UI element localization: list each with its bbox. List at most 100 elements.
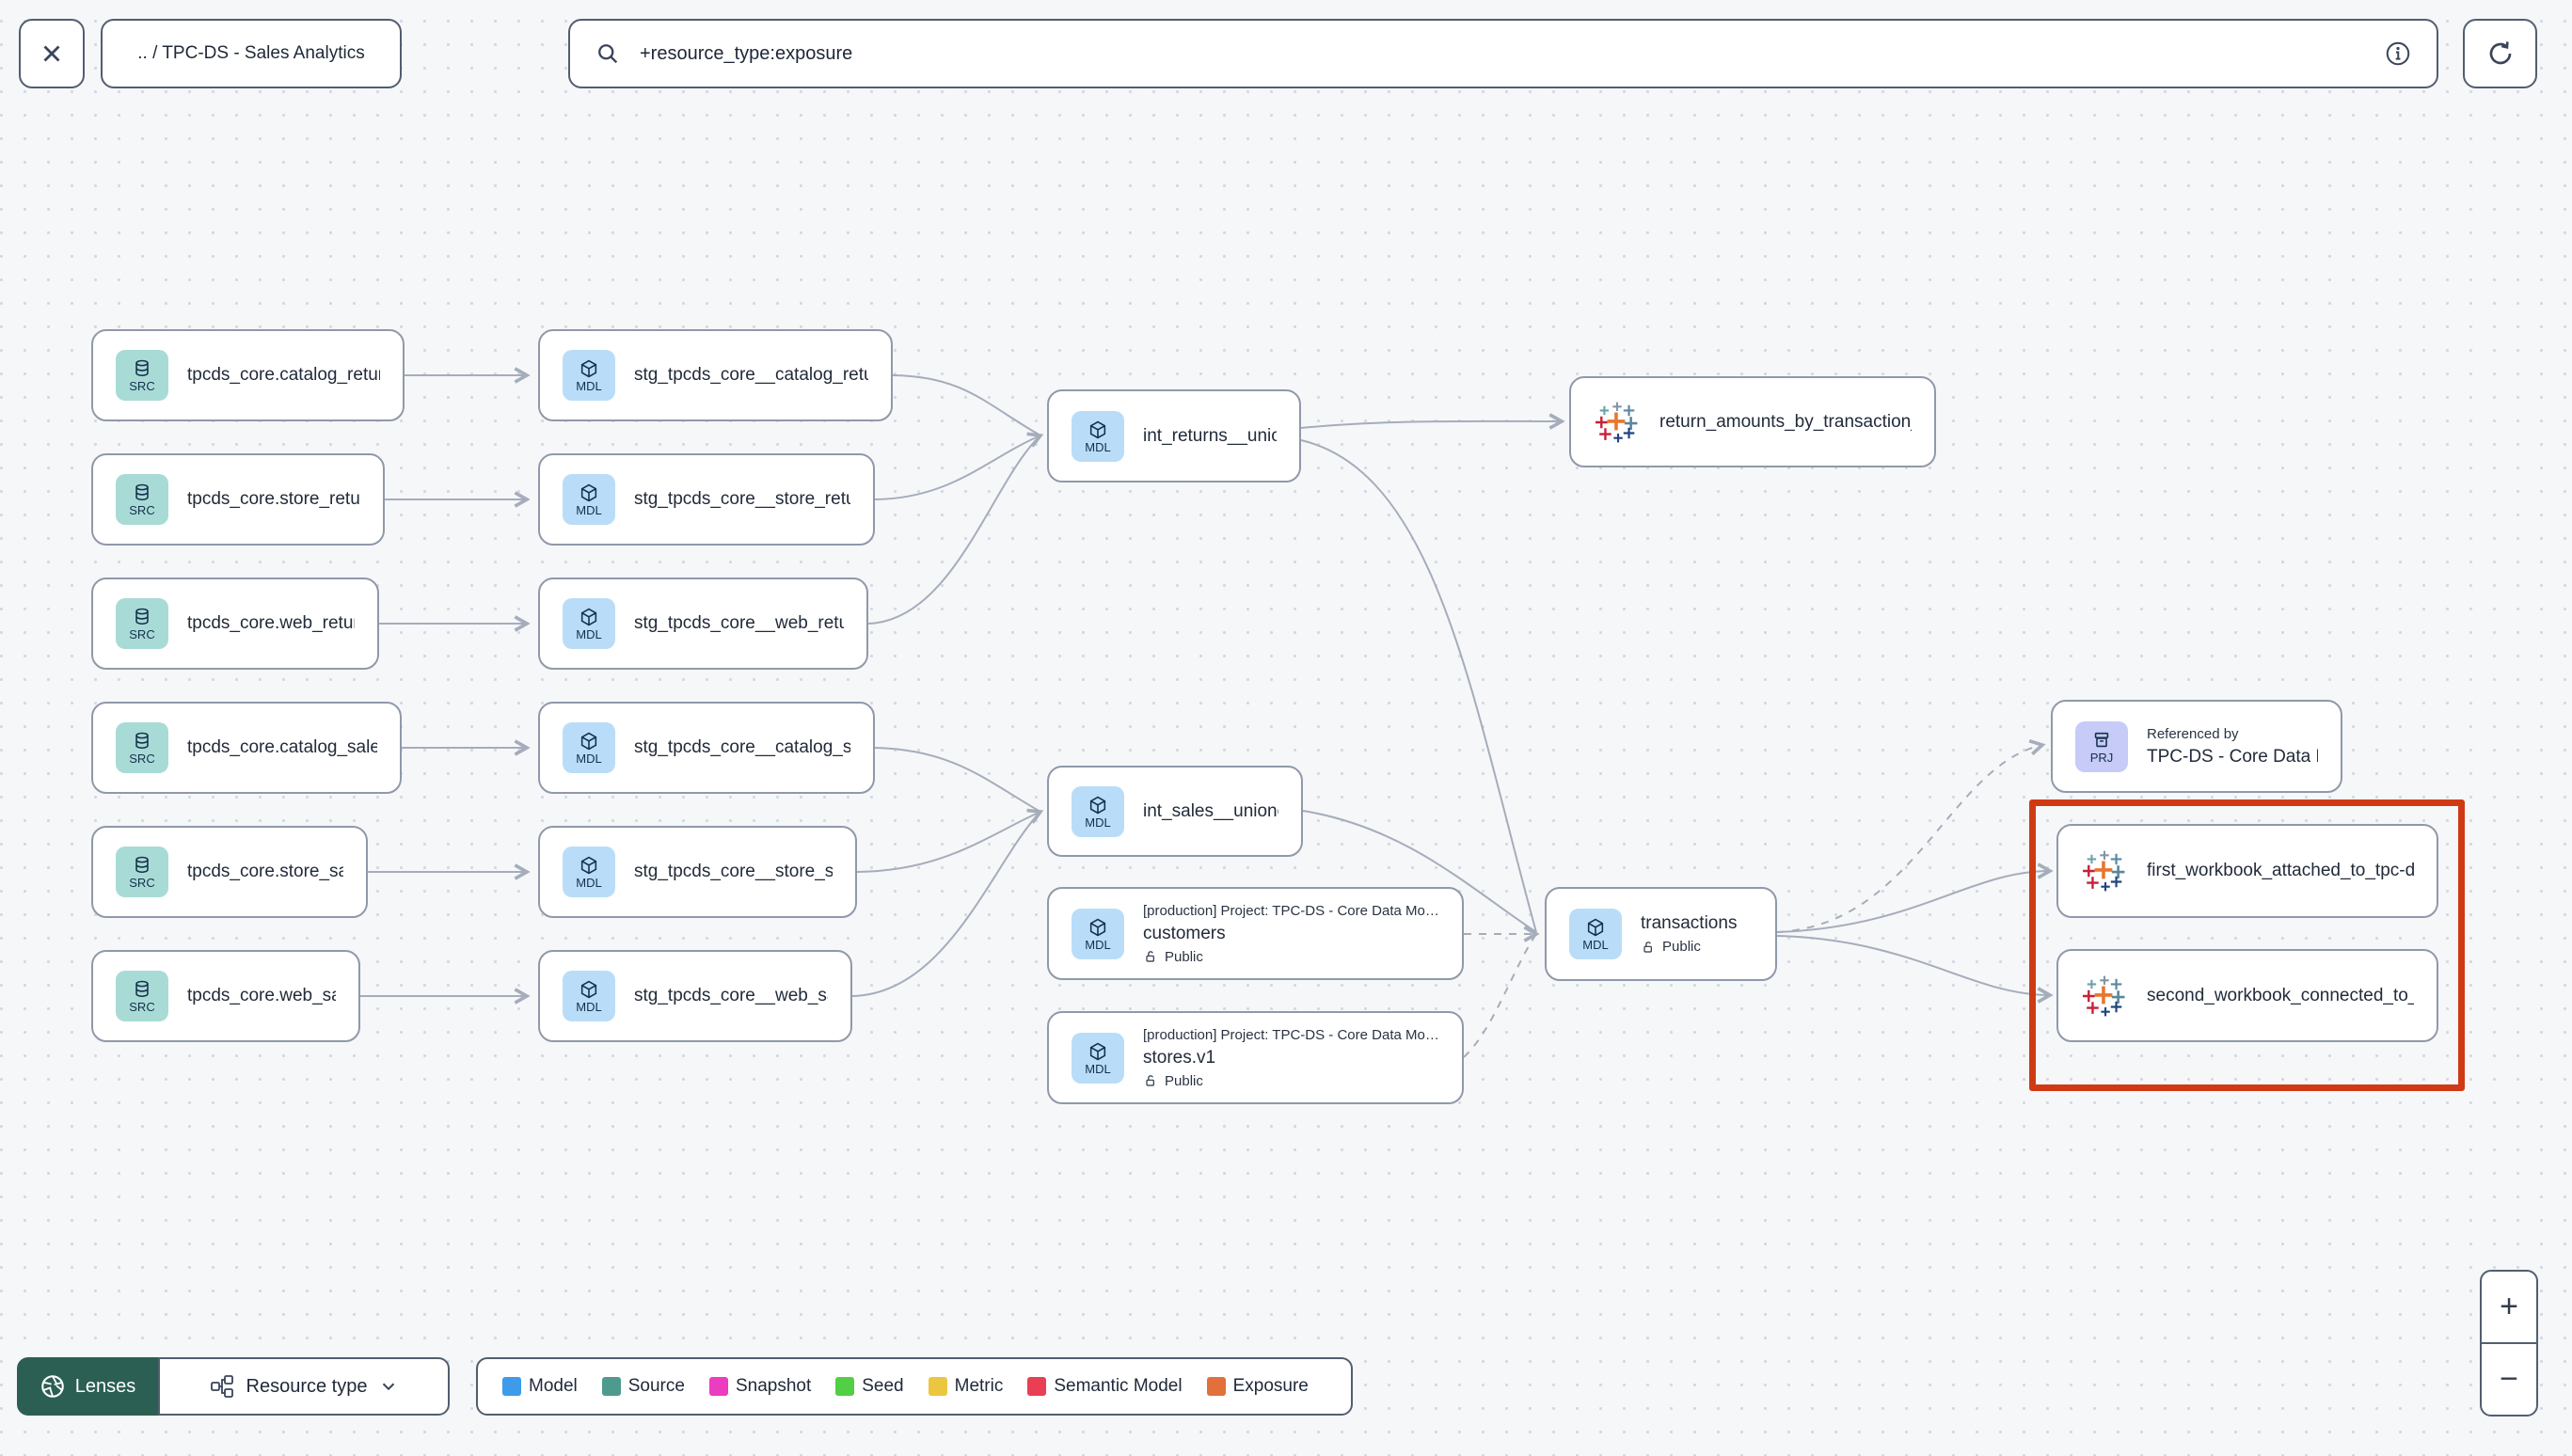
node-src_web_sales[interactable]: SRC tpcds_core.web_sales — [91, 950, 360, 1042]
node-stg_store_returns[interactable]: MDL stg_tpcds_core__store_returns — [538, 453, 875, 546]
legend-item-exposure: Exposure — [1206, 1376, 1309, 1397]
node-label: first_workbook_attached_to_tpc-ds_-_… — [2147, 861, 2414, 880]
model-badge-icon: MDL — [1072, 908, 1124, 959]
database-icon — [135, 359, 149, 377]
legend-color-chip — [928, 1377, 947, 1396]
cube-icon — [580, 608, 597, 626]
legend-color-chip — [708, 1377, 728, 1396]
node-customers[interactable]: MDL [production] Project: TPC-DS - Core D… — [1047, 887, 1464, 980]
resource-type-dropdown[interactable]: Resource type — [158, 1357, 450, 1416]
model-badge-icon: MDL — [563, 847, 615, 897]
node-stg_catalog_sales[interactable]: MDL stg_tpcds_core__catalog_sales — [538, 702, 875, 794]
node-return_amounts[interactable]: return_amounts_by_transaction_type — [1569, 376, 1936, 467]
search-bar — [568, 19, 2438, 88]
node-visibility: Public — [1641, 939, 1737, 955]
node-label: stg_tpcds_core__web_returns — [634, 613, 844, 633]
node-stg_store_sales[interactable]: MDL stg_tpcds_core__store_sales — [538, 826, 857, 918]
node-stg_web_returns[interactable]: MDL stg_tpcds_core__web_returns — [538, 578, 868, 670]
resource-type-label: Resource type — [246, 1375, 368, 1397]
cube-icon — [580, 359, 597, 378]
database-icon — [135, 608, 149, 625]
node-label: tpcds_core.store_returns — [187, 489, 360, 509]
database-icon — [135, 856, 149, 874]
node-src_catalog_returns[interactable]: SRC tpcds_core.catalog_returns — [91, 329, 405, 421]
search-input[interactable] — [638, 41, 2367, 66]
breadcrumb-label: .. / TPC-DS - Sales Analytics — [137, 43, 365, 63]
zoom-in-button[interactable]: + — [2500, 1289, 2518, 1324]
node-label: customers — [1143, 923, 1226, 943]
lenses-label: Lenses — [74, 1375, 136, 1397]
close-button[interactable] — [19, 19, 85, 88]
cube-icon — [1089, 420, 1106, 438]
database-icon — [135, 732, 149, 750]
legend-item-metric: Metric — [928, 1376, 1003, 1397]
node-stores[interactable]: MDL[production] Project: TPC-DS - Core D… — [1047, 1011, 1464, 1104]
node-context-label: [production] Project: TPC-DS - Core Data… — [1143, 1026, 1439, 1043]
model-badge-icon: MDL — [563, 598, 615, 649]
node-context-label: Referenced by — [2147, 725, 2239, 742]
node-label: stg_tpcds_core__store_sales — [634, 862, 833, 881]
cube-icon — [1089, 796, 1106, 814]
node-second_workbook[interactable]: second_workbook_connected_to_live… — [2056, 949, 2438, 1042]
cube-icon — [580, 856, 597, 875]
cube-icon — [1089, 918, 1106, 936]
model-badge-icon: MDL — [563, 722, 615, 773]
public-unlocked-icon — [1643, 941, 1652, 953]
zoom-out-button[interactable]: − — [2482, 1342, 2536, 1415]
node-label: stg_tpcds_core__catalog_returns — [634, 365, 868, 385]
model-badge-icon: MDL — [1072, 785, 1124, 837]
node-stg_web_sales[interactable]: MDL stg_tpcds_core__web_sales — [538, 950, 852, 1042]
source-badge-icon: SRC — [116, 350, 168, 401]
lenses-aperture-icon — [40, 1375, 64, 1398]
node-label: stg_tpcds_core__catalog_sales — [634, 737, 850, 757]
node-label: TPC-DS - Core Data Models — [2147, 746, 2318, 767]
node-visibility: Public — [1143, 949, 1439, 965]
public-unlocked-icon — [1146, 951, 1154, 962]
database-icon — [135, 483, 149, 501]
node-label: stg_tpcds_core__store_returns — [634, 489, 850, 509]
database-icon — [135, 980, 149, 998]
cube-icon — [1587, 918, 1604, 937]
info-icon[interactable] — [2384, 40, 2412, 68]
model-badge-icon: MDL — [563, 474, 615, 525]
close-icon — [43, 45, 60, 62]
node-label: int_returns__unioned — [1143, 425, 1277, 446]
chevron-down-icon — [383, 1383, 395, 1391]
node-label: tpcds_core.catalog_returns — [187, 365, 380, 385]
node-prj[interactable]: PRJ Referenced by TPC-DS - Core Data Model… — [2051, 700, 2342, 793]
legend-item-snapshot: Snapshot — [708, 1376, 811, 1397]
source-badge-icon: SRC — [116, 598, 168, 649]
lenses-button[interactable]: Lenses — [17, 1357, 158, 1416]
node-label: tpcds_core.web_sales — [187, 986, 336, 1005]
source-badge-icon: SRC — [116, 971, 168, 1021]
search-icon — [598, 44, 618, 64]
tableau-exposure-icon — [2083, 850, 2125, 892]
breadcrumb[interactable]: .. / TPC-DS - Sales Analytics — [101, 19, 402, 88]
project-badge-icon: PRJ — [2075, 720, 2128, 772]
public-unlocked-icon — [1146, 1075, 1154, 1086]
package-icon — [2094, 732, 2109, 747]
cube-icon — [580, 980, 597, 999]
node-context-label: [production] Project: TPC-DS - Core Data… — [1143, 902, 1439, 919]
legend-color-chip — [502, 1377, 521, 1396]
node-first_workbook[interactable]: first_workbook_attached_to_tpc-ds_-_… — [2056, 824, 2438, 918]
node-label: stg_tpcds_core__web_sales — [634, 986, 828, 1005]
tableau-exposure-icon — [2083, 975, 2125, 1016]
refresh-button[interactable] — [2463, 19, 2537, 88]
cube-icon — [580, 732, 597, 751]
model-badge-icon: MDL — [563, 971, 615, 1021]
model-badge-icon: MDL — [1569, 909, 1622, 959]
cube-icon — [580, 483, 597, 502]
node-label: transactions — [1641, 913, 1738, 933]
